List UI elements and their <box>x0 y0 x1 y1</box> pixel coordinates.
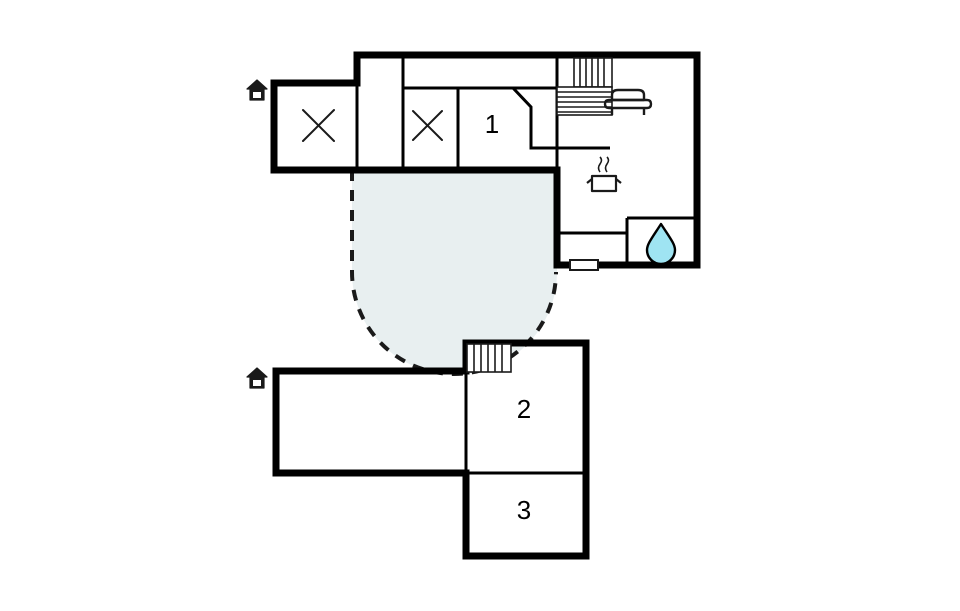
room-number-3: 3 <box>517 495 531 525</box>
water-drop-icon <box>645 222 677 266</box>
lower-outer-wall <box>272 339 590 560</box>
staircase-icon <box>466 343 512 373</box>
terrace-fill <box>352 170 557 375</box>
pot-steam-b <box>604 156 610 173</box>
house-entrance-icon <box>246 367 268 389</box>
terrace-dashed-border <box>350 170 558 376</box>
x-stroke-b <box>302 109 335 142</box>
x-stroke-b <box>412 110 443 141</box>
room-number-1: 1 <box>485 109 499 139</box>
house-roof-body <box>246 79 268 101</box>
upper-partitions <box>355 55 697 265</box>
cooking-pot-icon <box>586 156 622 193</box>
house-door-opening <box>253 92 261 98</box>
x-cross-icon <box>302 109 335 142</box>
sofa-seat <box>603 98 653 110</box>
terrace <box>350 170 558 376</box>
house-entrance-icon <box>246 79 268 101</box>
sofa-back <box>610 88 646 102</box>
house-roof-body <box>246 367 268 389</box>
x-cross-icon <box>412 110 443 141</box>
entry-door <box>569 259 599 271</box>
house-door-opening <box>253 380 261 386</box>
pot-handle-left <box>586 178 593 184</box>
pot-body <box>590 174 618 193</box>
water-drop-shape <box>645 222 677 266</box>
lower-partitions <box>464 343 586 556</box>
sofa-icon <box>603 88 653 115</box>
pot-steam-a <box>597 156 603 173</box>
upper-floor-group: 1 <box>246 51 701 376</box>
lower-floor-group: 2 3 <box>246 339 590 560</box>
partition-room1-angled <box>458 86 557 150</box>
pot-handle-right <box>615 178 622 184</box>
door-leaf <box>569 259 599 271</box>
room-number-2: 2 <box>517 394 531 424</box>
staircase-icon <box>556 57 613 116</box>
